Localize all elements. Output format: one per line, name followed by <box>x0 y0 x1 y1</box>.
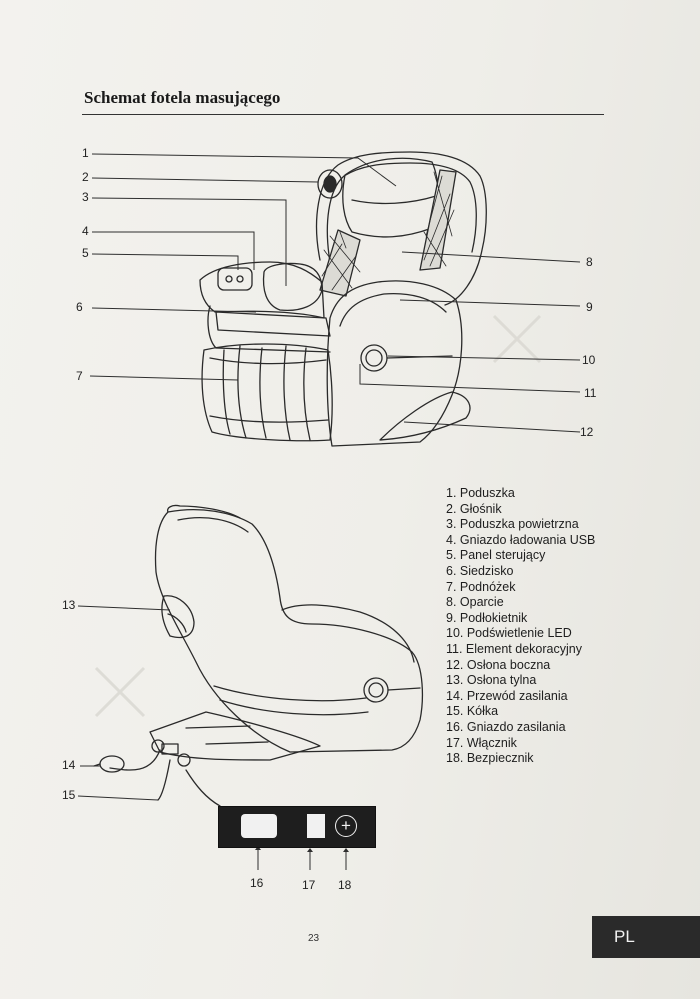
callout-14: 14 <box>62 758 76 772</box>
legend-item: 5. Panel sterujący <box>446 548 546 563</box>
callout-12: 12 <box>580 425 594 439</box>
title-divider <box>82 114 604 115</box>
callout-4: 4 <box>82 224 89 238</box>
legend-item: 12. Osłona boczna <box>446 657 551 672</box>
page-title: Schemat fotela masującego <box>84 88 281 107</box>
legend-item: 9. Podłokietnik <box>446 610 528 625</box>
legend-item: 6. Siedzisko <box>446 563 514 578</box>
page-number: 23 <box>308 933 320 944</box>
legend-item: 3. Poduszka powietrzna <box>446 517 579 532</box>
front-chair-illustration <box>199 151 487 447</box>
parts-legend: 1. Poduszka 2. Głośnik 3. Poduszka powie… <box>446 486 595 767</box>
callout-7: 7 <box>76 369 83 383</box>
legend-item: 8. Oparcie <box>446 595 504 610</box>
callout-8: 8 <box>586 255 593 269</box>
power-socket-icon <box>241 814 277 838</box>
callout-10: 10 <box>582 353 596 367</box>
callout-5: 5 <box>82 246 89 260</box>
legend-item: 16. Gniazdo zasilania <box>446 719 566 734</box>
legend-item: 18. Bezpiecznik <box>446 751 534 766</box>
power-panel-illustration: + <box>218 806 376 848</box>
fuse-icon: + <box>335 815 357 837</box>
callout-16: 16 <box>250 876 264 890</box>
language-tab: PL <box>592 916 700 958</box>
callout-2: 2 <box>82 170 89 184</box>
callout-6: 6 <box>76 300 83 314</box>
legend-item: 11. Element dekoracyjny <box>446 641 582 656</box>
legend-item: 1. Poduszka <box>446 486 515 500</box>
legend-item: 7. Podnóżek <box>446 579 516 594</box>
callout-9: 9 <box>586 300 593 314</box>
callout-3: 3 <box>82 190 89 204</box>
legend-item: 10. Podświetlenie LED <box>446 626 572 641</box>
power-switch-icon <box>307 814 325 838</box>
legend-item: 17. Włącznik <box>446 735 517 750</box>
rear-chair-illustration <box>93 504 424 807</box>
callout-15: 15 <box>62 788 76 802</box>
callout-18: 18 <box>338 878 352 892</box>
legend-item: 14. Przewód zasilania <box>446 688 568 703</box>
legend-item: 4. Gniazdo ładowania USB <box>446 532 596 547</box>
callout-1: 1 <box>82 146 89 160</box>
legend-item: 13. Osłona tylna <box>446 673 537 688</box>
legend-item: 2. Głośnik <box>446 501 502 516</box>
legend-item: 15. Kółka <box>446 704 499 719</box>
callout-13: 13 <box>62 598 76 612</box>
callout-17: 17 <box>302 878 316 892</box>
callout-11: 11 <box>584 386 597 400</box>
